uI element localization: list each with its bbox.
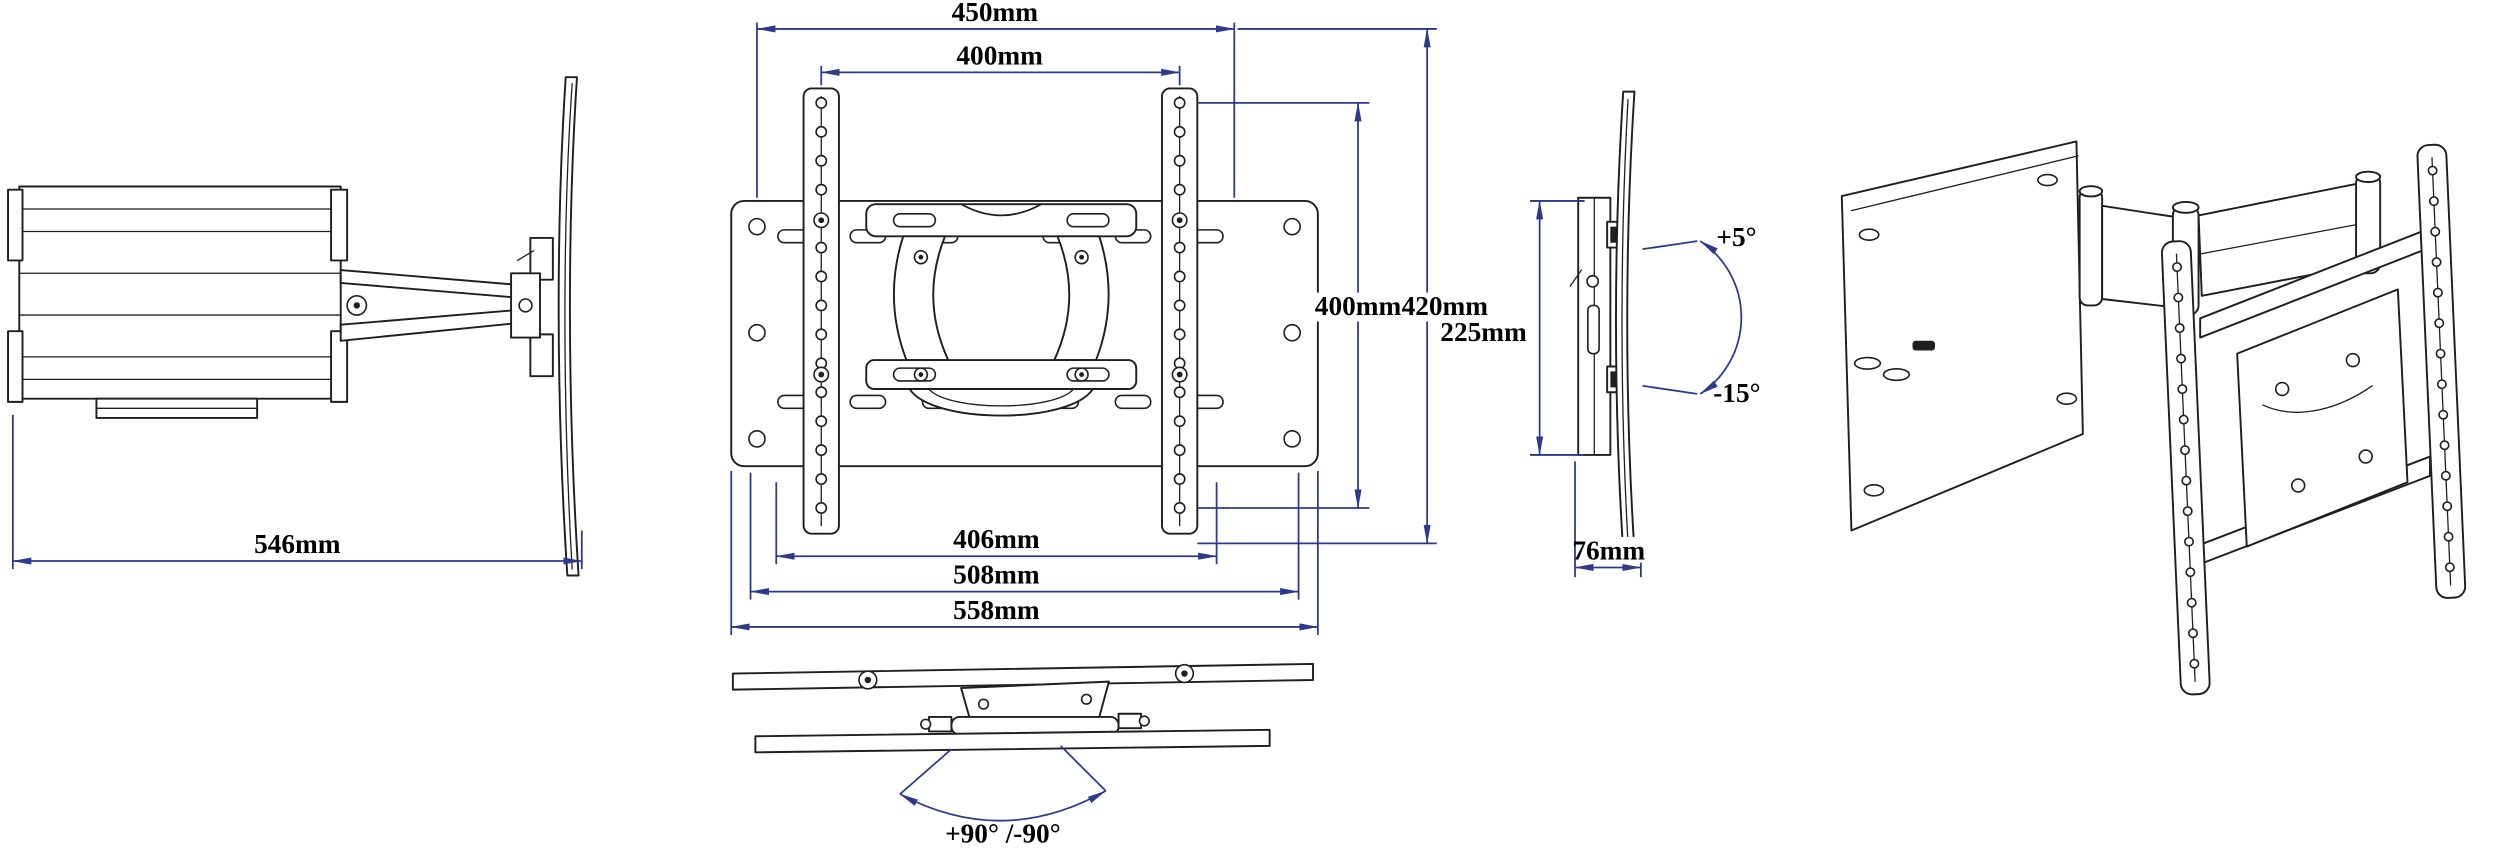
dim-label-depth-76: 76mm <box>1572 535 1645 565</box>
dim-label-depth-546: 546mm <box>254 529 341 559</box>
view-perspective <box>1840 140 2467 696</box>
tilt-bracket <box>510 236 554 378</box>
vesa-rail-front-right <box>1161 87 1199 535</box>
view-front: 450mm 400mm 400mm 420mm 406mm 508mm 558m… <box>730 0 1498 635</box>
tv-plate-blade-profile <box>1615 90 1636 553</box>
dim-label-height-225: 225mm <box>1440 317 1527 347</box>
dimensions-front-bottom: 406mm 508mm 558mm <box>730 471 1319 635</box>
dim-label-right-420: 420mm <box>1402 291 1489 321</box>
dim-label-swivel: +90° /-90° <box>945 818 1061 848</box>
dimensions-front-right: 400mm 420mm <box>1197 28 1498 545</box>
dim-label-bottom-508: 508mm <box>953 560 1040 590</box>
view-side-folded: 546mm <box>7 76 583 577</box>
dim-label-top-450: 450mm <box>952 0 1039 27</box>
tilt-angle-indicator: +5° -15° <box>1642 222 1761 408</box>
dim-label-tilt-down: -15° <box>1713 378 1760 408</box>
dimensions-front-top: 450mm 400mm <box>756 0 1236 198</box>
hinge-mechanism-top <box>920 680 1150 736</box>
dim-label-right-400: 400mm <box>1315 291 1402 321</box>
view-side-profile: 225mm 76mm +5° -15° <box>1440 90 1761 578</box>
view-top: +90° /-90° <box>731 662 1315 848</box>
vesa-rail-right <box>2416 143 2467 599</box>
dimensions-profile: 225mm 76mm <box>1440 200 1645 578</box>
dim-label-tilt-up: +5° <box>1716 222 1756 252</box>
wall-plate-top <box>754 728 1271 754</box>
vesa-frame-perspective <box>2160 143 2467 696</box>
wall-arm-stack <box>7 185 349 419</box>
tv-plate-top <box>731 662 1315 691</box>
tv-plate-blade <box>557 76 580 577</box>
dim-label-bottom-406: 406mm <box>953 524 1040 554</box>
dim-label-bottom-558: 558mm <box>953 595 1040 625</box>
center-arm-assembly <box>813 203 1188 417</box>
articulating-arm-perspective <box>2078 170 2382 317</box>
vesa-rail-left <box>2160 240 2211 696</box>
dimensions-side-folded: 546mm <box>11 414 583 570</box>
dim-label-top-400: 400mm <box>956 40 1043 70</box>
folded-arm <box>339 269 535 342</box>
wall-plate-perspective <box>1840 140 2084 532</box>
swivel-angle-indicator: +90° /-90° <box>899 745 1107 848</box>
vesa-rail-front-left <box>802 87 840 535</box>
